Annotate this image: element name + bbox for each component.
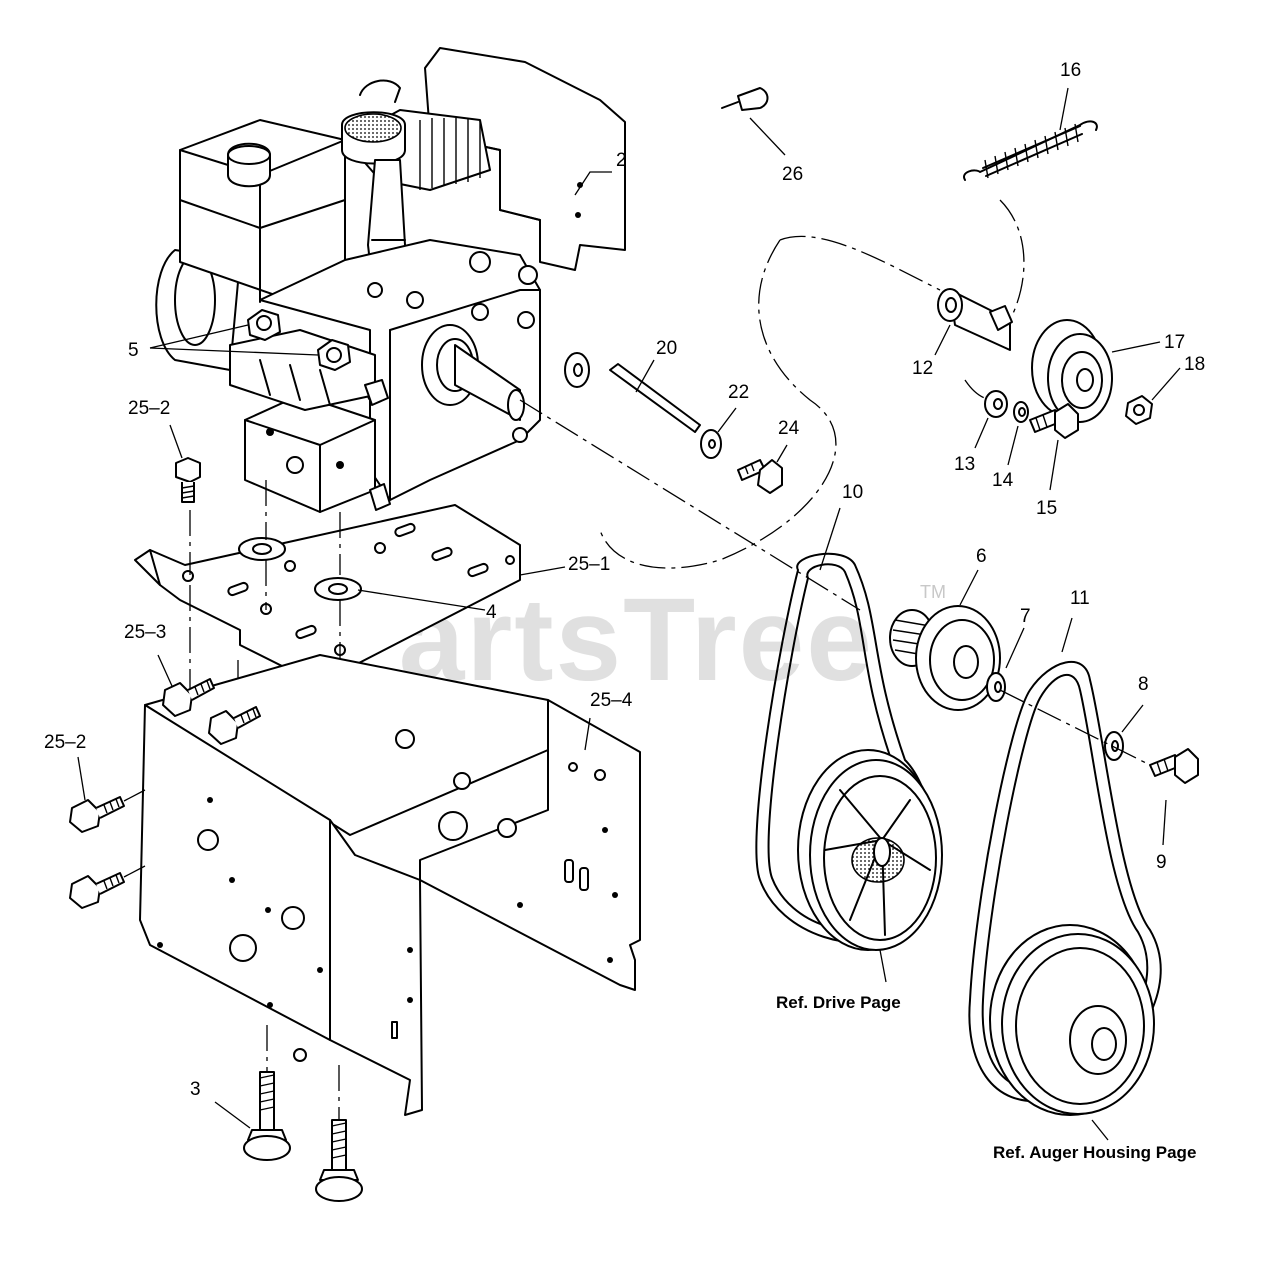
drive-pulley	[797, 749, 943, 951]
callout-24: 24	[778, 418, 800, 439]
callout-22: 22	[728, 382, 749, 403]
idler-arm-12	[937, 288, 1013, 351]
carriage-bolt-3a	[243, 1071, 291, 1161]
screw-26	[721, 87, 769, 111]
lock-washer-4b	[314, 577, 362, 601]
ref-auger-housing-page: Ref. Auger Housing Page	[993, 1143, 1196, 1162]
frame-housing-25-4	[139, 654, 641, 1116]
callout-11: 11	[1070, 588, 1090, 609]
flange-nut-5a	[247, 309, 281, 341]
hex-bolt-25-3b	[208, 706, 261, 745]
callout-12: 12	[912, 358, 933, 379]
lock-washer-4a	[238, 537, 286, 561]
callout-2: 2	[616, 150, 627, 171]
engine-assembly	[155, 47, 626, 513]
callout-17: 17	[1164, 332, 1185, 353]
shoulder-bolt-15	[1029, 403, 1079, 439]
hex-bolt-25-3a	[162, 678, 215, 717]
hex-bolt-25-2b	[69, 872, 125, 909]
callout-26: 26	[782, 164, 803, 185]
auger-pulley	[989, 924, 1155, 1116]
engine-pulley-6	[889, 605, 1001, 711]
callout-25-1: 25–1	[568, 554, 610, 575]
callout-5: 5	[128, 340, 139, 361]
callout-25-4: 25–4	[590, 690, 633, 711]
watermark-trademark: TM	[920, 582, 946, 602]
callout-25-3: 25–3	[124, 622, 166, 643]
spacer-washer	[564, 352, 590, 388]
callout-8: 8	[1138, 674, 1149, 695]
spacer-13	[984, 390, 1008, 418]
flange-nut-5b	[317, 339, 351, 371]
leader-lines	[77, 87, 1181, 1141]
callout-14: 14	[992, 470, 1014, 491]
callout-18: 18	[1184, 354, 1205, 375]
callout-3: 3	[190, 1079, 201, 1100]
washer-14	[1013, 401, 1029, 423]
callout-9: 9	[1156, 852, 1167, 873]
callout-labels: 2 3 4 5 6 7 8 9 10 11 12 13 14 15 16 17 …	[44, 60, 1205, 1162]
callout-25-2-top: 25–2	[128, 398, 170, 419]
hex-bolt-25-2a	[69, 796, 125, 833]
shaft-key-20	[609, 363, 701, 433]
callout-20: 20	[656, 338, 677, 359]
callout-4: 4	[486, 602, 497, 623]
callout-15: 15	[1036, 498, 1057, 519]
idler-pulley-17	[1031, 319, 1113, 423]
callout-10: 10	[842, 482, 863, 503]
spacer-7	[986, 672, 1006, 702]
hex-bolt-9	[1149, 748, 1199, 784]
extension-spring-16	[963, 120, 1098, 181]
callout-7: 7	[1020, 606, 1031, 627]
callout-25-2-side: 25–2	[44, 732, 86, 753]
callout-6: 6	[976, 546, 987, 567]
carriage-bolt-3b	[315, 1119, 363, 1202]
washer-22	[700, 429, 722, 459]
ref-drive-page: Ref. Drive Page	[776, 993, 901, 1012]
hex-bolt-25-2-top	[175, 457, 201, 503]
callout-13: 13	[954, 454, 975, 475]
washer-8	[1104, 731, 1124, 761]
hex-bolt-24	[737, 459, 783, 494]
hex-nut-18	[1125, 395, 1153, 425]
callout-16: 16	[1060, 60, 1081, 81]
